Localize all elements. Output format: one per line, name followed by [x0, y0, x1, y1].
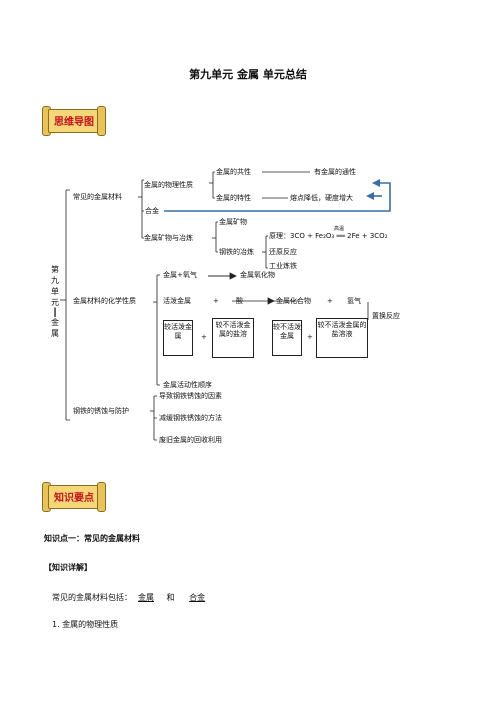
mindmap-banner: 思维导图: [42, 106, 106, 136]
banner-title: 思维导图: [54, 117, 94, 128]
detail-heading: 【知识详解】: [44, 563, 92, 572]
metal-compound: 金属化合物: [276, 297, 311, 305]
corrosion: 钢铁的锈蚀与防护: [73, 407, 129, 415]
mindmap-root: 第 九 单 元 ┃ 金 属: [51, 265, 59, 338]
smelting-principle: 原理：3CO + Fe₂O₃ ══ 2Fe + 3CO₂: [269, 232, 388, 240]
page-title: 第九单元 金属 单元总结: [189, 68, 307, 81]
section-physical-props: 1. 金属的物理性质: [52, 620, 119, 629]
ores: 金属矿物与冶炼: [144, 234, 193, 242]
corrosion-factors: 导致钢铁锈蚀的因素: [159, 392, 222, 400]
reduction: 还原反应: [269, 248, 297, 256]
common-materials: 常见的金属材料: [73, 193, 122, 201]
knowledge-point-heading: 知识点一：常见的金属材料: [44, 534, 140, 543]
metal-recycling: 废旧金属的回收利用: [159, 436, 222, 444]
alloy: 合金: [145, 207, 159, 215]
special-prop-desc: 熔点降低，硬度增大: [290, 194, 353, 202]
knowledge-banner: 知识要点: [42, 482, 106, 512]
scroll-roll-right-icon: [97, 106, 106, 136]
box-active-metal: 较活泼金属: [163, 320, 193, 356]
active-metal: 活泼金属: [163, 297, 191, 305]
materials-line: 常见的金属材料包括：金属 和 合金: [52, 592, 213, 603]
materials-item-metal: 金属: [138, 593, 154, 602]
chem-props: 金属材料的化学性质: [73, 297, 136, 305]
plus-1: +: [213, 297, 219, 305]
scroll-roll-right-icon: [97, 482, 106, 512]
plus-2: +: [327, 297, 333, 305]
metal-oxide: 金属氧化物: [240, 271, 275, 279]
box-inactive-salt: 较不活泼金属的盐溶: [212, 318, 254, 358]
box-inactive-salt-solution: 较不活泼金属的盐溶液: [316, 318, 368, 358]
special-prop: 金属的特性: [216, 194, 251, 202]
corrosion-methods: 减缓钢铁锈蚀的方法: [159, 414, 222, 422]
common-prop: 金属的共性: [216, 168, 251, 176]
acid: 酸: [236, 297, 243, 305]
metal-oxygen: 金属+氧气: [163, 271, 197, 279]
displacement-reaction: 置换反应: [372, 312, 400, 320]
ore-minerals: 金属矿物: [219, 218, 247, 226]
box-inactive-metal: 较不活泼金属: [272, 320, 302, 356]
banner-title: 知识要点: [54, 493, 94, 504]
hydrogen: 氢气: [347, 297, 361, 305]
common-prop-desc: 有金属的通性: [314, 168, 356, 176]
principle-condition: 高温: [334, 226, 345, 232]
activity-series: 金属活动性顺序: [163, 381, 212, 389]
physical-props: 金属的物理性质: [144, 181, 193, 189]
iron-smelting: 钢铁的冶炼: [219, 248, 254, 256]
plus-4: +: [307, 333, 313, 341]
plus-3: +: [201, 333, 207, 341]
industrial-iron: 工业炼铁: [269, 262, 297, 270]
materials-item-alloy: 合金: [189, 593, 206, 602]
